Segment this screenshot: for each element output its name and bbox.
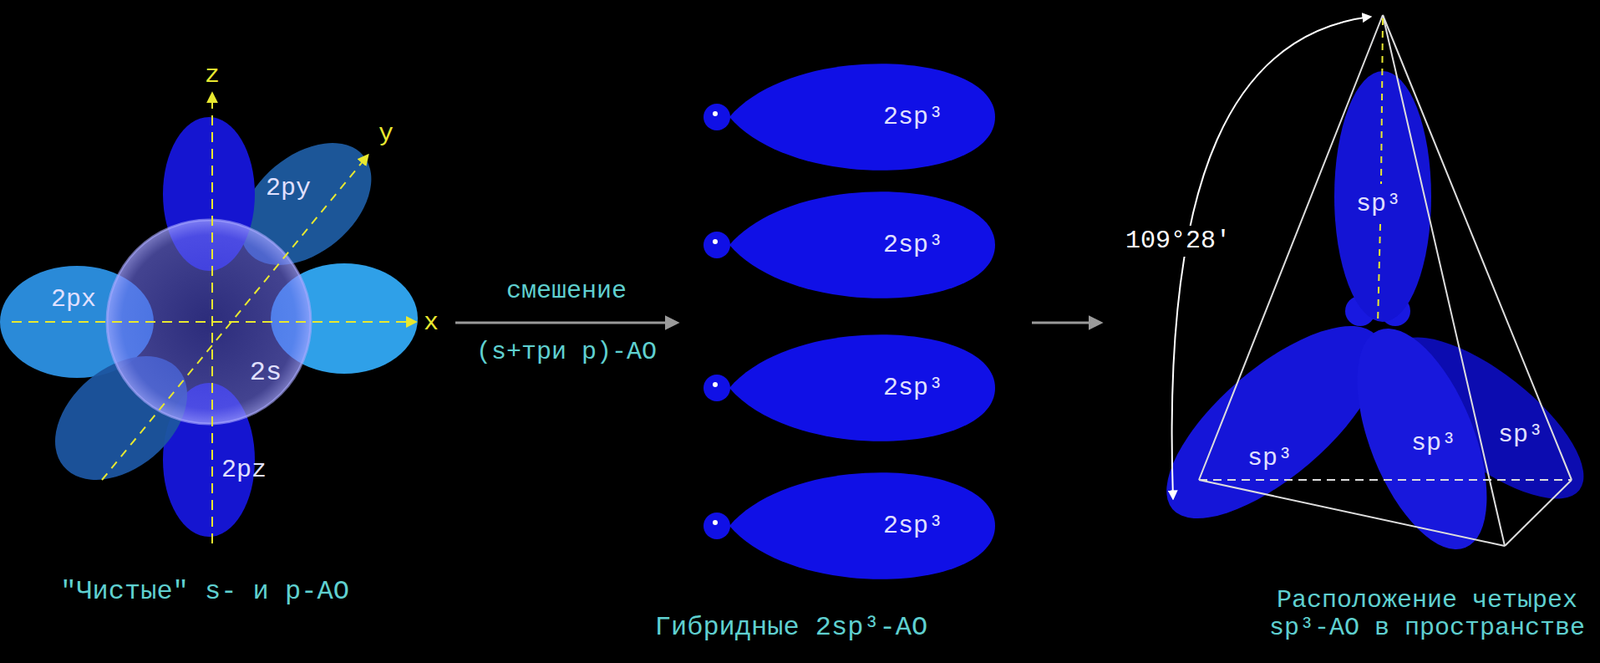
orbital-label: sp³ (1247, 444, 1293, 473)
arrangement-arrow (1031, 321, 1101, 325)
tetrahedron-edges (1198, 15, 1572, 546)
axis-label: z (204, 61, 220, 90)
axis-label: y (378, 120, 394, 148)
orbital-label: 2px (50, 285, 97, 314)
orbital-label: sp³ (1356, 190, 1402, 219)
orbital-label: 2sp³ (883, 512, 944, 540)
panel-caption: "Чистые" s- и p-АО (60, 576, 350, 606)
hybrid-orbitals (703, 63, 996, 580)
axis-label: x (423, 309, 439, 337)
orbital-label: 2py (265, 174, 311, 203)
orbital-label: 2pz (221, 456, 267, 484)
arrow-label: смешение (506, 277, 627, 305)
hybrid-highlights (712, 111, 718, 525)
orbital-label: sp³ (1498, 421, 1544, 449)
arrow-label: (s+три p)-АО (476, 338, 657, 366)
angle-arc (1172, 16, 1371, 498)
panel-caption: Гибридные 2sp³-АО (655, 612, 928, 642)
angle-label: 109°28′ (1122, 225, 1235, 257)
orbital-label: 2sp³ (883, 231, 944, 260)
orbital-label: 2sp³ (883, 103, 944, 132)
pure-orbitals (0, 93, 418, 544)
panel-caption: Расположение четырех sp³-АО в пространст… (1263, 586, 1591, 642)
orbital-label: 2s (249, 357, 282, 387)
tetrahedral-orbitals (1137, 71, 1600, 567)
orbital-label: sp³ (1411, 429, 1457, 458)
orbital-label: 2sp³ (883, 374, 944, 402)
mixing-arrow (455, 321, 677, 325)
